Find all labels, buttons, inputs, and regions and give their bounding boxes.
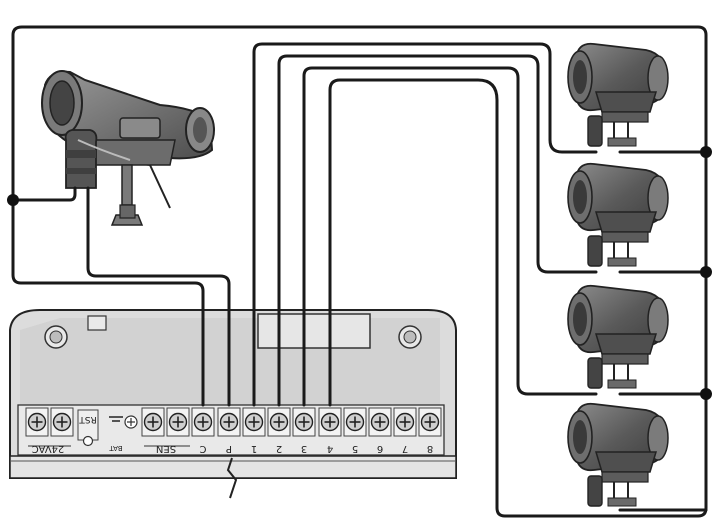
terminal-ac2 xyxy=(50,407,74,437)
terminal-labels: 24VAC SEN BAT RST xyxy=(32,414,176,454)
terminal-z7: 7 xyxy=(393,407,417,454)
terminal-z4: 4 xyxy=(318,407,342,454)
terminal-label-z3: 3 xyxy=(301,443,307,454)
zone-valve-4 xyxy=(567,402,669,507)
terminal-label-z5: 5 xyxy=(352,443,358,454)
splice-dot xyxy=(700,388,712,400)
terminal-sen2 xyxy=(166,407,190,437)
terminal-bat xyxy=(109,415,138,429)
terminal-label-z8: 8 xyxy=(427,443,433,454)
label-24vac: 24VAC xyxy=(32,443,65,454)
zone-2-wire xyxy=(277,54,598,407)
wires xyxy=(7,25,712,518)
terminal-z1: 1 xyxy=(242,407,266,454)
controller-latch xyxy=(257,313,371,349)
common-wire xyxy=(11,25,708,518)
terminal-z8: 8 xyxy=(418,407,442,454)
mount-hole-right xyxy=(398,325,422,349)
common-wire-to-c xyxy=(11,198,205,407)
terminal-label-z1: 1 xyxy=(251,443,257,454)
label-rst: RST xyxy=(79,414,97,424)
master-valve xyxy=(41,70,215,226)
solenoid xyxy=(64,129,98,189)
zone-3-wire xyxy=(302,66,598,407)
terminal-ac1 xyxy=(25,407,49,437)
mount-hole-left xyxy=(44,325,68,349)
terminal-z2: 2 xyxy=(267,407,291,454)
terminal-label-z6: 6 xyxy=(377,443,383,454)
zone-valve-2 xyxy=(567,162,669,267)
splice-dot xyxy=(7,194,19,206)
terminal-rst xyxy=(77,409,99,447)
controller xyxy=(9,309,457,499)
terminal-block: C P 1 2 3 4 5 6 7 8 xyxy=(25,407,442,454)
zone-1-wire xyxy=(252,42,598,407)
splice-dot xyxy=(700,146,712,158)
terminal-label-z7: 7 xyxy=(402,443,408,454)
zone-valve-3 xyxy=(567,284,669,389)
terminal-sen1 xyxy=(141,407,165,437)
terminal-z5: 5 xyxy=(343,407,367,454)
zone-valve-1 xyxy=(567,42,669,147)
label-bat: BAT xyxy=(109,444,123,452)
terminal-label-p: P xyxy=(226,443,232,454)
terminal-z3: 3 xyxy=(292,407,316,454)
terminal-c: C xyxy=(191,407,215,454)
label-sen: SEN xyxy=(156,443,176,454)
master-valve-wire xyxy=(86,186,231,407)
terminal-z6: 6 xyxy=(368,407,392,454)
controller-tab xyxy=(87,315,107,331)
splice-dot xyxy=(700,266,712,278)
master-valve-common xyxy=(11,186,77,202)
zone-valves xyxy=(567,42,669,507)
terminal-p: P xyxy=(217,407,241,454)
terminal-label-z2: 2 xyxy=(276,443,282,454)
terminal-label-z4: 4 xyxy=(327,443,333,454)
terminal-label-c: C xyxy=(199,443,206,454)
